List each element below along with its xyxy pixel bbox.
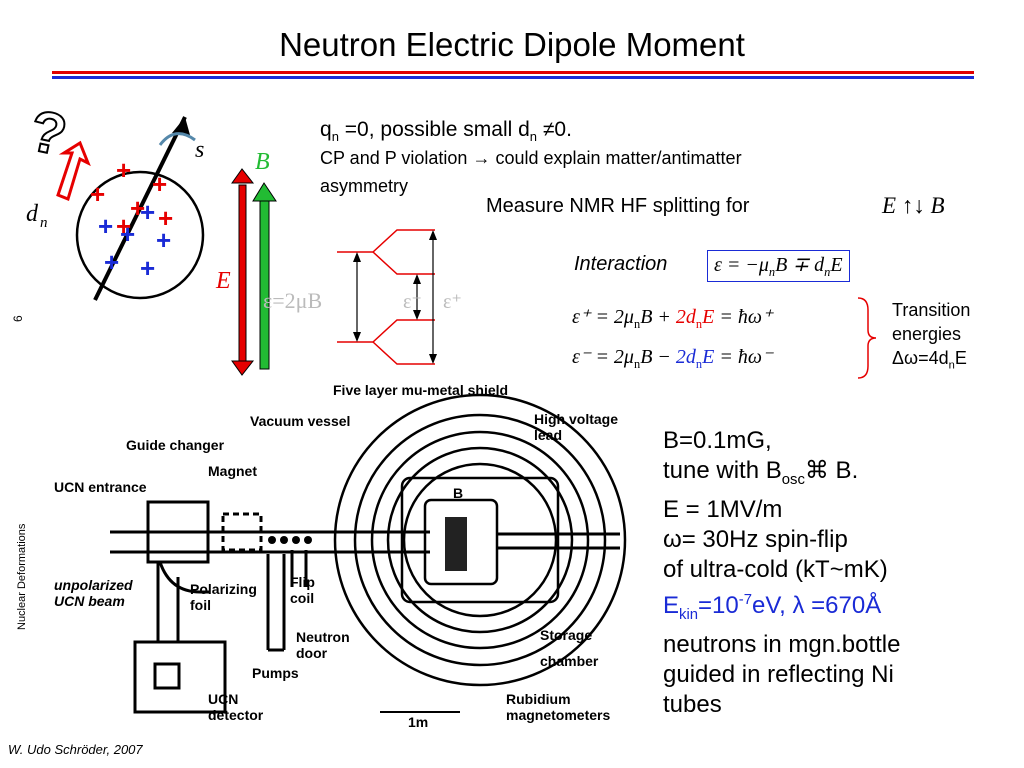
label-unpolarized: unpolarized (54, 577, 133, 593)
side-label: Nuclear Deformations (16, 523, 28, 630)
label-neutron: Neutron (296, 629, 350, 645)
footer-author: W. Udo Schröder, 2007 (8, 742, 143, 757)
neutron-circle (75, 170, 205, 300)
e-field-arrow-up-icon (231, 168, 255, 184)
plus-blue-icon: + (98, 211, 113, 241)
label-rubidium: Rubidium (506, 691, 571, 707)
title-rule-blue (52, 76, 974, 79)
e-field-arrow-down-icon (231, 360, 255, 376)
label-detector: detector (208, 707, 264, 723)
apparatus-diagram: Five layer mu-metal shield Vacuum vessel… (54, 382, 627, 730)
label-ucn-det: UCN (208, 691, 238, 707)
label-chamber: chamber (540, 653, 599, 669)
label-hv-lead: lead (534, 427, 562, 443)
plus-red-icon: + (152, 169, 167, 199)
plus-blue-icon: + (104, 247, 119, 277)
label-coil: coil (290, 590, 314, 606)
label-scale: 1m (408, 714, 428, 730)
energy-label-minus: ε⁻ (403, 291, 422, 313)
vacuum-vessel (400, 476, 560, 604)
label-ucn-beam: UCN beam (54, 593, 125, 609)
line-violation: CP and P violation → could explain matte… (320, 148, 742, 169)
label-storage: Storage (540, 627, 592, 643)
level-upper-bottom (372, 251, 435, 275)
transition-energies: Transition energies Δω=4dnE (892, 300, 971, 372)
page-title: Neutron Electric Dipole Moment (279, 26, 745, 63)
line-asymmetry: asymmetry (320, 176, 409, 197)
shield-layer (333, 393, 627, 687)
spin-axis (93, 116, 187, 301)
arrow-outline-icon (56, 140, 91, 202)
energy-label-left: ε=2μB (263, 288, 322, 313)
label-door: door (296, 645, 328, 661)
label-shield: Five layer mu-metal shield (333, 382, 508, 398)
label-guide: Guide changer (126, 437, 225, 453)
question-mark-icon: ? (24, 98, 72, 169)
neutron-sketch: ? s d n + + + + + + + + + + + + B E (23, 97, 277, 376)
storage-chamber (423, 498, 499, 586)
plus-red-icon: + (158, 203, 173, 233)
equation-eps-plus: ε⁺ = 2μnB + 2dnE = ħω⁺ (572, 306, 773, 331)
plus-blue-icon: + (156, 225, 171, 255)
plus-blue-icon: + (140, 253, 155, 283)
b-label: B (255, 149, 270, 175)
label-flip: Flip (290, 574, 315, 590)
label-vessel: Vacuum vessel (250, 413, 350, 429)
plus-red-icon: + (116, 211, 131, 241)
plus-blue-icon: + (140, 197, 155, 227)
intro-text: qn =0, possible small dn ≠0. CP and P vi… (320, 118, 960, 200)
parameters-list: B=0.1mG, tune with Bosc⌘ B. E = 1MV/m ω=… (663, 426, 1018, 720)
label-b-inside: B (453, 485, 463, 501)
kinetic-energy-line: Ekin=10-7eV, λ =670Å (663, 591, 882, 623)
label-magnet: Magnet (208, 463, 257, 479)
interaction-equation: ε = −μnB ∓ dnE (707, 250, 850, 282)
interaction-label: Interaction (574, 253, 668, 275)
e-field-bar (238, 184, 247, 366)
plus-blue-icon: + (120, 219, 135, 249)
label-polarizing: Polarizing (190, 581, 257, 597)
nmr-text: Measure NMR HF splitting for (486, 195, 750, 217)
label-foil: foil (190, 597, 211, 613)
b-field-arrow-icon (252, 182, 277, 202)
level-upper-top (337, 229, 435, 253)
plus-red-icon: + (116, 155, 131, 185)
energy-label-plus: ε⁺ (443, 291, 462, 313)
label-hv: High voltage (534, 411, 618, 427)
spin-arrow-head-icon (172, 117, 190, 135)
title-rule-red (52, 71, 974, 74)
label-magnetometers: magnetometers (506, 707, 610, 723)
dipole-subscript: n (40, 215, 48, 231)
label-ucn-entrance: UCN entrance (54, 479, 147, 495)
level-lower-top (337, 319, 435, 343)
plus-red-icon: + (90, 179, 105, 209)
energy-level-diagram: ε=2μB ε⁻ ε⁺ (263, 229, 462, 365)
nmr-symbol: E ↑↓ B (882, 193, 945, 218)
rotation-arrow-icon (158, 132, 196, 146)
label-pumps: Pumps (252, 665, 299, 681)
e-label: E (215, 268, 231, 294)
level-lower-bottom (372, 341, 435, 365)
spin-label: s (195, 137, 204, 163)
brace-icon (857, 297, 877, 379)
line-charge: qn =0, possible small dn ≠0. (320, 118, 572, 145)
storage-core (445, 517, 467, 571)
plus-red-icon: + (130, 193, 145, 223)
charge-symbols: + + + + + + + + + + + + (90, 155, 173, 283)
equation-eps-minus: ε⁻ = 2μnB − 2dnE = ħω⁻ (572, 346, 773, 371)
dipole-label: d (26, 201, 39, 227)
